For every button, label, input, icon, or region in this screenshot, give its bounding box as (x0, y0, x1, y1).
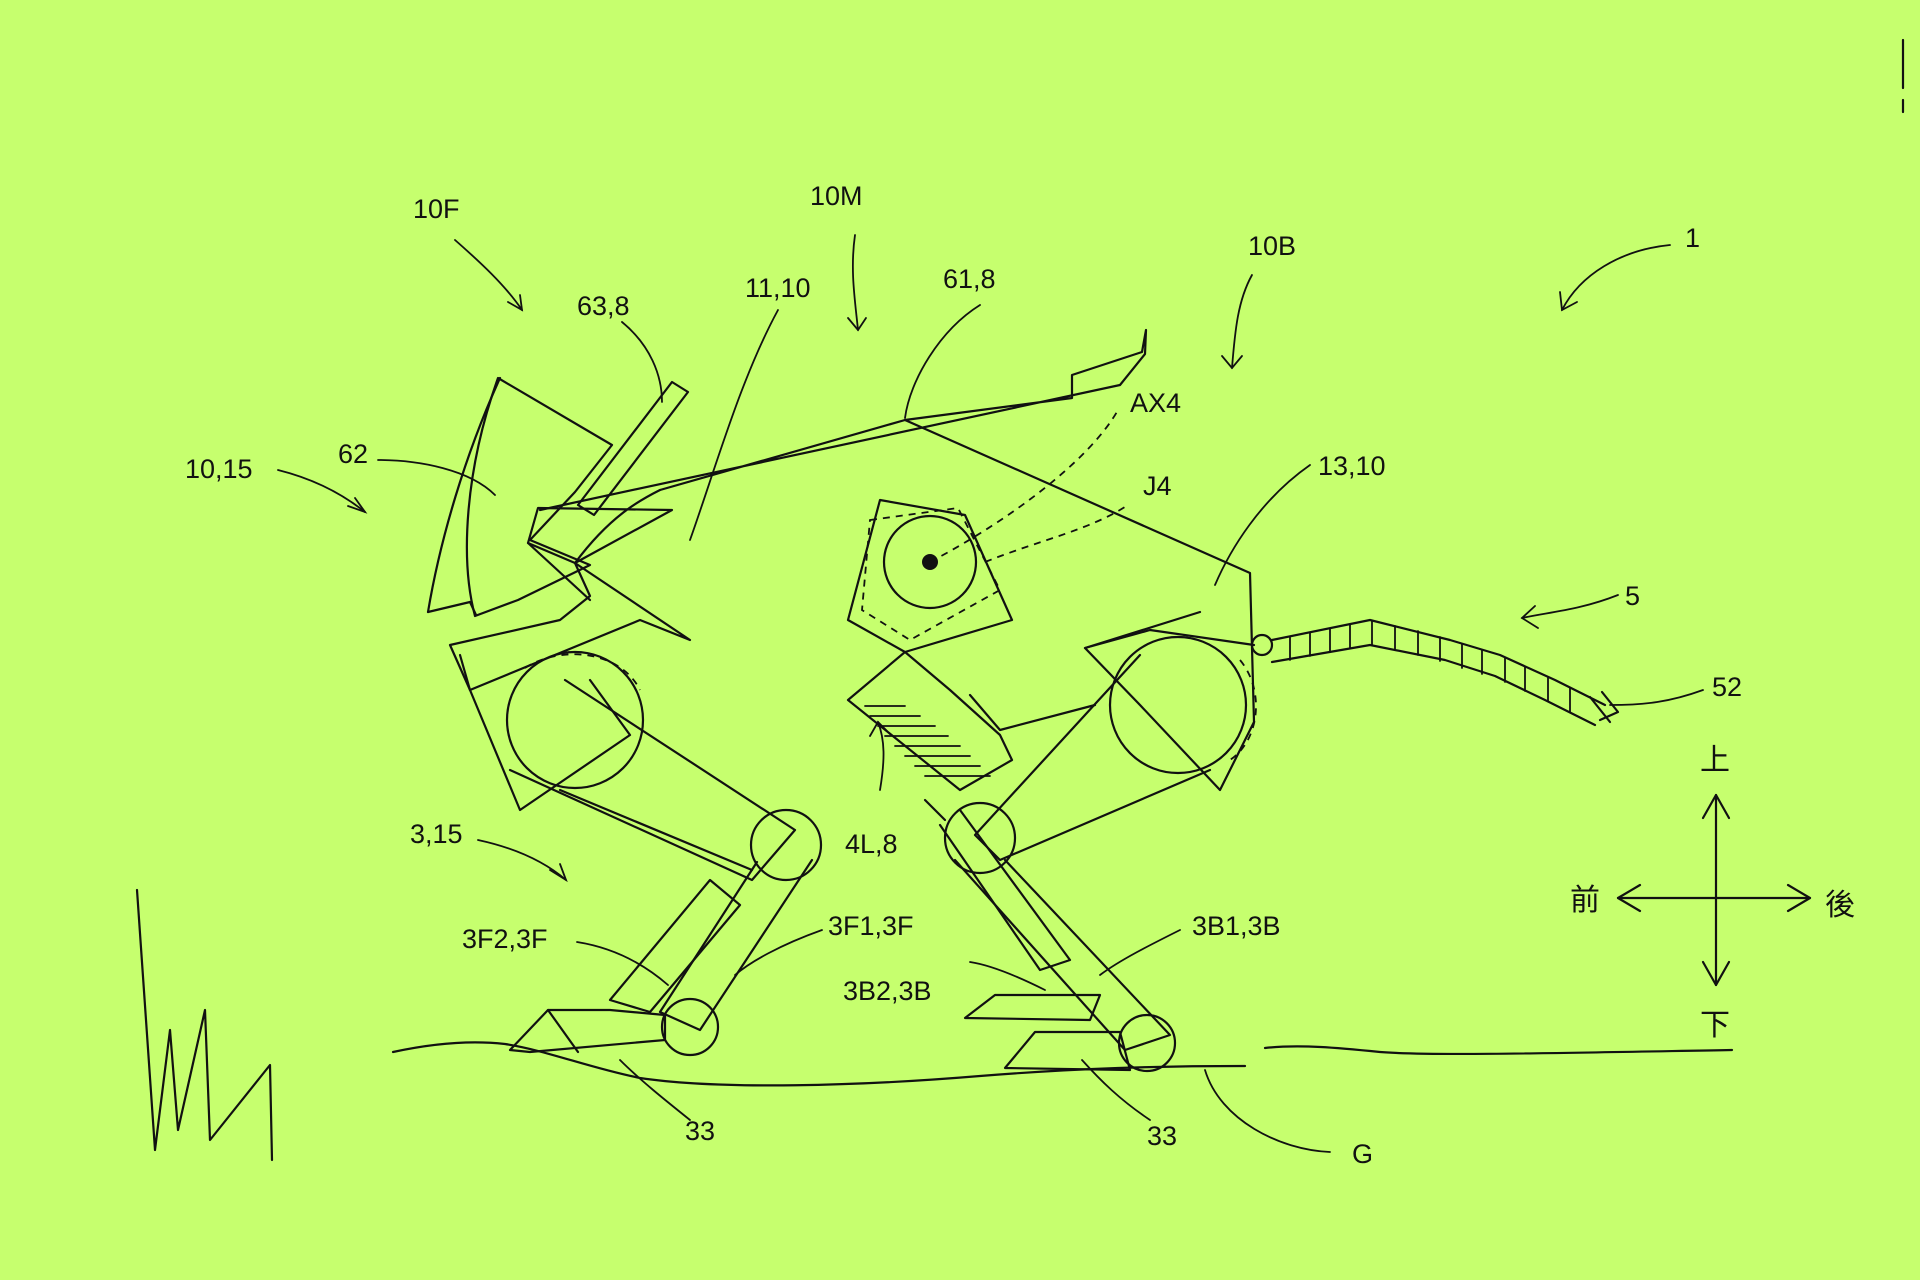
rear-leg (923, 635, 1257, 1073)
label-62: 62 (338, 439, 368, 469)
leg-link (846, 650, 1014, 792)
label-52: 52 (1712, 672, 1742, 702)
hip-joint (846, 409, 1129, 654)
front-sensor (576, 380, 690, 517)
label-J4: J4 (1143, 471, 1172, 501)
label-AX4: AX4 (1130, 388, 1181, 418)
direction-indicator (1616, 793, 1812, 987)
label-33-front: 33 (685, 1116, 715, 1146)
direction-down-label: 下 (1700, 1008, 1730, 1043)
main-body (448, 328, 1148, 812)
label-10M: 10M (810, 181, 863, 211)
label-10-15: 10,15 (185, 454, 253, 484)
rear-body (903, 418, 1256, 792)
tail-arm (1250, 618, 1620, 727)
label-3B1-3B: 3B1,3B (1192, 911, 1281, 941)
label-3-15: 3,15 (410, 819, 463, 849)
label-63-8: 63,8 (577, 291, 630, 321)
label-11-10: 11,10 (745, 273, 811, 303)
label-10B: 10B (1248, 231, 1296, 261)
ground-line (391, 1041, 1734, 1087)
label-G: G (1352, 1139, 1373, 1169)
label-33-rear: 33 (1147, 1121, 1177, 1151)
corner-marks (135, 38, 1905, 1162)
label-3F2-3F: 3F2,3F (462, 924, 548, 954)
front-leg (505, 650, 823, 1057)
direction-front-label: 前 (1570, 883, 1600, 918)
label-5: 5 (1625, 581, 1640, 611)
label-10F: 10F (413, 194, 460, 224)
direction-back-label: 後 (1825, 888, 1855, 923)
label-61-8: 61,8 (943, 264, 996, 294)
front-cover (426, 376, 614, 618)
labels: 10F 10M 10B 1 63,8 11,10 61,8 AX4 J4 13,… (185, 181, 1855, 1169)
label-3B2-3B: 3B2,3B (843, 976, 932, 1006)
label-1: 1 (1685, 223, 1700, 253)
label-3F1-3F: 3F1,3F (828, 911, 914, 941)
label-13-10: 13,10 (1318, 451, 1386, 481)
direction-up-label: 上 (1700, 743, 1730, 778)
label-4L-8: 4L,8 (845, 829, 898, 859)
leader-lines (277, 234, 1704, 1153)
